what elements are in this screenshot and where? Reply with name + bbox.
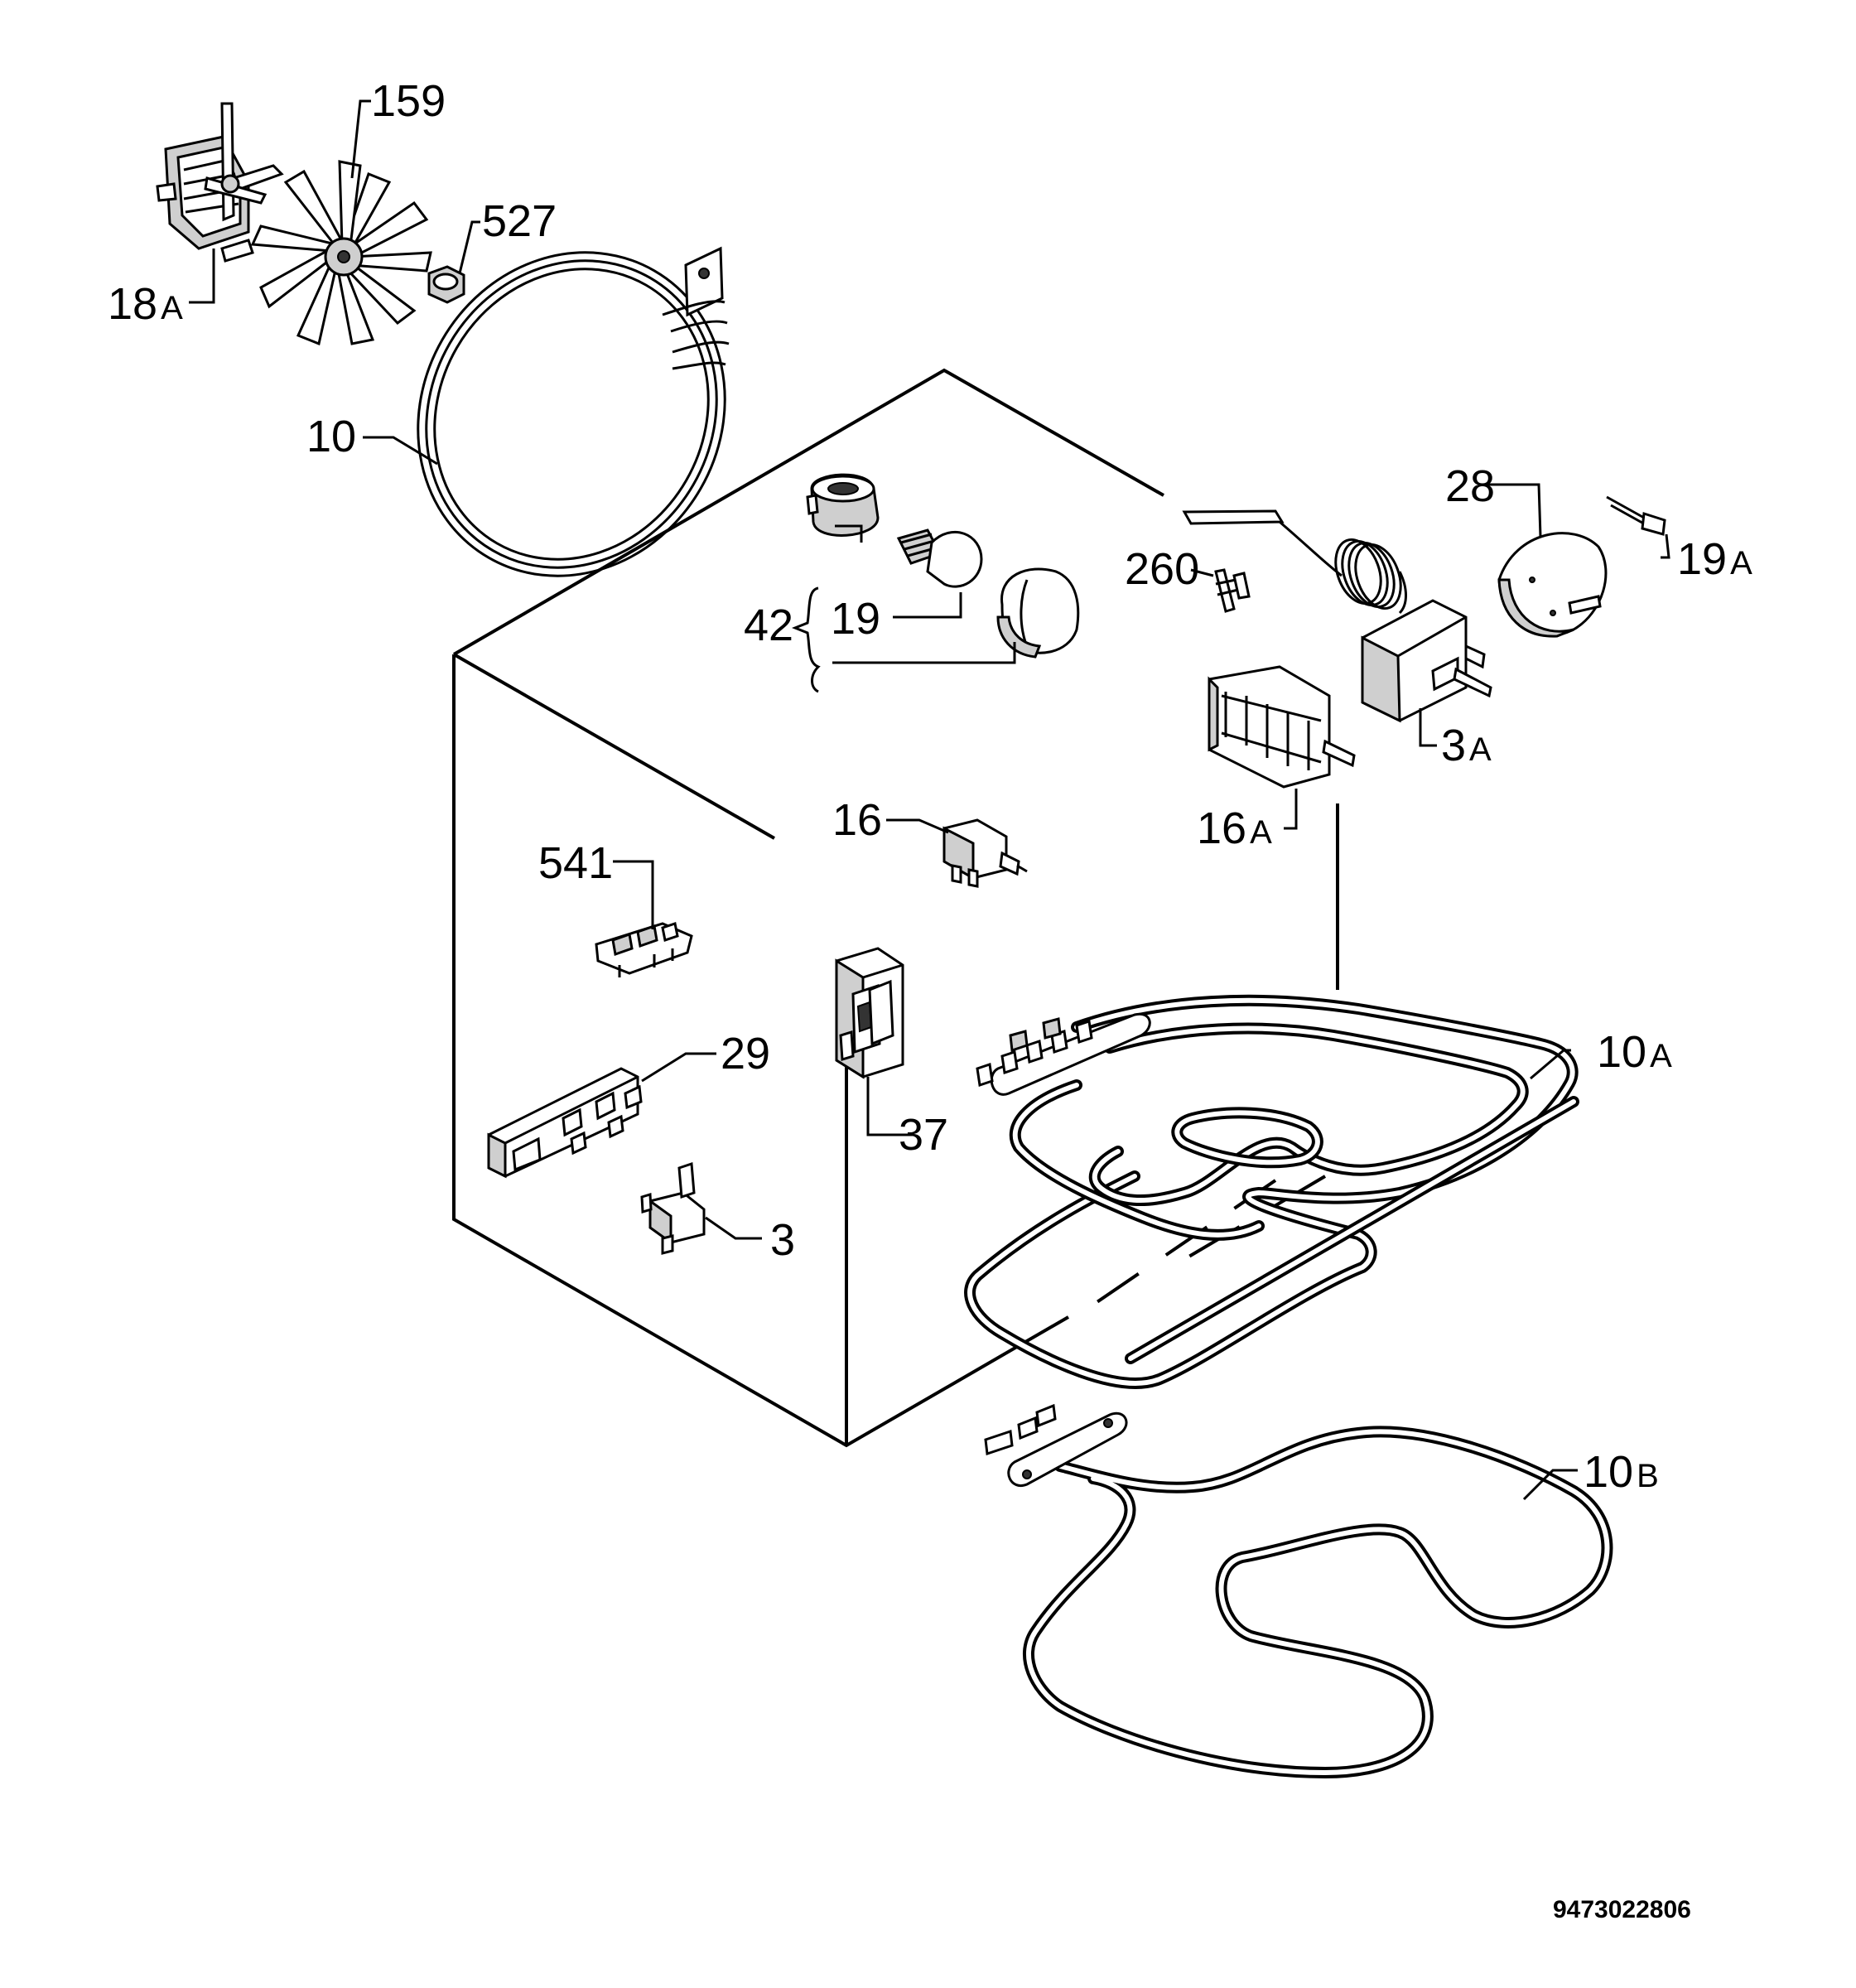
nut-part bbox=[427, 265, 465, 304]
part-label-16: 16 bbox=[832, 795, 882, 845]
oven-cavity-outline bbox=[452, 368, 1339, 1448]
fan-motor-part bbox=[156, 102, 284, 263]
timer-part bbox=[1497, 532, 1608, 638]
push-switch-part bbox=[942, 818, 1028, 888]
bottom-heating-element-part bbox=[984, 1403, 1613, 1778]
screw-clip-part bbox=[1214, 568, 1251, 613]
document-code: 9473022806 bbox=[1553, 1896, 1691, 1923]
part-label-260: 260 bbox=[1125, 544, 1199, 594]
grill-heating-element-part bbox=[964, 994, 1579, 1389]
part-label-541: 541 bbox=[538, 838, 613, 888]
leader-lines bbox=[189, 99, 1670, 1501]
part-label-28: 28 bbox=[1445, 461, 1495, 511]
part-label-42: 42 bbox=[744, 601, 793, 650]
lamp-glass-cover-part bbox=[996, 567, 1080, 659]
terminal-block-part bbox=[595, 922, 693, 977]
door-switch-part bbox=[835, 947, 904, 1079]
part-label-527: 527 bbox=[482, 196, 557, 246]
thermostat-part bbox=[1182, 509, 1492, 723]
lamp-holder-part bbox=[806, 473, 880, 537]
spark-generator-part bbox=[487, 1067, 643, 1179]
part-label-29: 29 bbox=[721, 1029, 770, 1078]
small-lamp-part bbox=[1606, 495, 1666, 536]
part-label-3: 3 bbox=[770, 1215, 795, 1265]
fan-impeller-part bbox=[250, 160, 432, 346]
part-label-19: 19 bbox=[831, 594, 880, 644]
selector-switch-part bbox=[1208, 665, 1356, 789]
part-label-159: 159 bbox=[371, 76, 446, 126]
lamp-bulb-part bbox=[896, 528, 983, 588]
connector-part bbox=[640, 1161, 706, 1255]
circular-heating-element-part bbox=[417, 246, 730, 577]
part-label-37: 37 bbox=[899, 1110, 948, 1160]
part-label-10: 10 bbox=[306, 412, 356, 461]
